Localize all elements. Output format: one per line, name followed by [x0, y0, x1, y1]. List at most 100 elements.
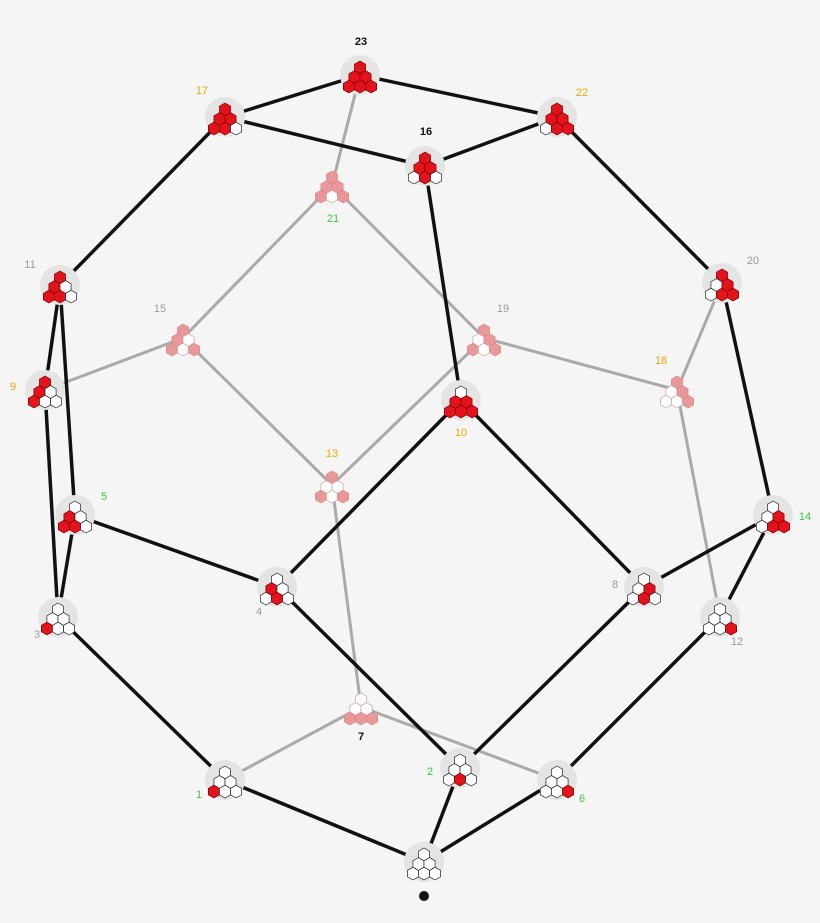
hex-cell: [467, 342, 479, 357]
hex-cell: [778, 519, 790, 534]
hex-cell: [454, 772, 466, 787]
hex-cell: [489, 342, 501, 357]
node-label-16: 16: [420, 126, 432, 138]
node-label-11: 11: [24, 259, 35, 271]
edge-12-6: [555, 615, 722, 782]
hex-cell: [230, 784, 242, 799]
hex-cell: [478, 342, 490, 357]
back-nodes: [166, 170, 694, 726]
hex-cell: [671, 394, 683, 409]
node-7: [344, 692, 378, 726]
hex-cell: [756, 519, 768, 534]
node-label-18: 18: [655, 355, 667, 367]
hex-cell: [407, 866, 419, 881]
node-23: [340, 55, 380, 95]
hex-cell: [58, 519, 70, 534]
node-label-10: 10: [455, 427, 467, 439]
node-15: [166, 323, 200, 357]
hex-cell: [725, 621, 737, 636]
node-label-15: 15: [154, 303, 166, 315]
node-label-4: 4: [256, 606, 262, 618]
hex-cell: [682, 394, 694, 409]
node-label-21: 21: [327, 213, 339, 225]
node-label-1: 1: [196, 789, 202, 801]
hex-cell: [43, 289, 55, 304]
node-label-12: 12: [731, 636, 743, 648]
edge-19-18: [482, 336, 679, 392]
node-4: [257, 567, 297, 607]
hex-cell: [408, 170, 420, 185]
node-10: [441, 380, 481, 420]
hex-cell: [271, 591, 283, 606]
hex-cell: [326, 189, 338, 204]
node-20: [702, 263, 742, 303]
node-17: [205, 97, 245, 137]
node-label-8: 8: [612, 579, 618, 591]
edge-13-7: [330, 483, 363, 709]
hex-cell: [166, 342, 178, 357]
hex-cell: [282, 591, 294, 606]
hex-cell: [28, 394, 40, 409]
hex-cell: [429, 866, 441, 881]
back-edges: [43, 73, 724, 782]
hex-cell: [430, 170, 442, 185]
node-9: [25, 370, 65, 410]
node-label-23: 23: [355, 36, 367, 48]
edge-22-16: [423, 115, 559, 168]
hex-cell: [455, 404, 467, 419]
hex-cell: [344, 711, 356, 726]
node-14: [753, 495, 793, 535]
hex-cell: [219, 784, 231, 799]
node-label-17: 17: [196, 85, 208, 97]
node-21: [315, 170, 349, 204]
hex-cell: [337, 489, 349, 504]
node-label-7: 7: [358, 731, 364, 743]
hex-cell: [230, 121, 242, 136]
hex-cell: [366, 711, 378, 726]
hex-cell: [69, 519, 81, 534]
edge-10-8: [459, 398, 646, 589]
node-label-5: 5: [101, 491, 107, 503]
edge-18-12: [675, 388, 722, 619]
edge-6-0: [422, 778, 559, 864]
edge-3-1: [56, 615, 227, 782]
hex-cell: [551, 784, 563, 799]
hex-cell: [354, 79, 366, 94]
hex-cell: [444, 404, 456, 419]
hex-cell: [714, 621, 726, 636]
hex-cell: [208, 121, 220, 136]
node-6: [537, 760, 577, 800]
node-1: [205, 760, 245, 800]
hex-cell: [638, 591, 650, 606]
hex-cell: [80, 519, 92, 534]
edge-7-1: [223, 705, 363, 782]
hex-cell: [551, 121, 563, 136]
edge-1-0: [223, 778, 426, 864]
hex-cell: [208, 784, 220, 799]
node-22: [537, 97, 577, 137]
node-label-13: 13: [326, 448, 338, 460]
hex-cell: [315, 189, 327, 204]
node-12: [700, 597, 740, 637]
edge-8-2: [458, 585, 646, 770]
node-13: [315, 470, 349, 504]
edge-17-11: [58, 115, 227, 287]
edge-22-20: [555, 115, 724, 285]
hex-cell: [540, 121, 552, 136]
hex-cell: [343, 79, 355, 94]
hex-cell: [260, 591, 272, 606]
edge-7-6: [359, 705, 559, 782]
hex-cell: [365, 79, 377, 94]
node-label-22: 22: [576, 87, 588, 99]
edge-9-3: [43, 388, 60, 619]
hex-cell: [54, 289, 66, 304]
node-label-9: 9: [10, 381, 16, 393]
edge-21-19: [330, 183, 486, 340]
edge-23-17: [223, 73, 362, 119]
node-label-20: 20: [747, 255, 759, 267]
edge-16-10: [423, 164, 463, 402]
edge-11-5: [58, 283, 77, 517]
hex-cell: [562, 121, 574, 136]
